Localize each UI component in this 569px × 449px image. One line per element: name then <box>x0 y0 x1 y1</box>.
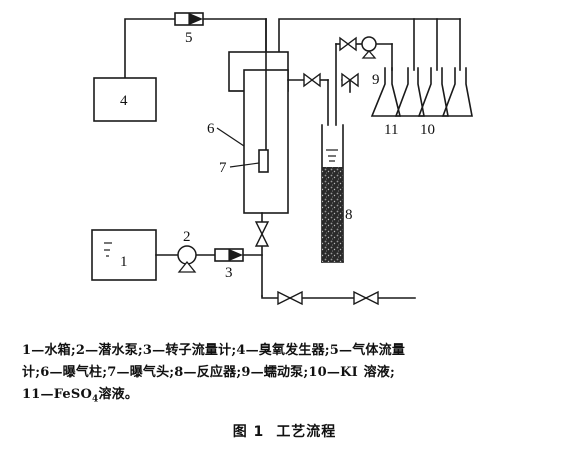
leader-aeration-column <box>216 127 245 147</box>
label-peristaltic-pump: 9 <box>372 72 380 88</box>
caption-line-3: 11—FeSO4溶液。 <box>22 384 552 411</box>
caption-line-1: 1—水箱;2—潜水泵;3—转子流量计;4—臭氧发生器;5—气体流量 <box>22 343 406 358</box>
pump-inlet-valve <box>339 36 357 52</box>
label-water-tank: 1 <box>120 254 128 270</box>
gas-flowmeter <box>174 12 204 26</box>
label-ki-solution: 10 <box>420 122 435 138</box>
flask-ki-2 <box>417 67 449 117</box>
rotor-flowmeter <box>214 248 244 262</box>
water-tank <box>91 229 157 281</box>
label-ozone-generator: 4 <box>120 93 128 109</box>
caption-line-2: 计;6—曝气柱;7—曝气头;8—反应器;9—蠕动泵;10—KI 溶液; <box>22 365 395 380</box>
reactor-piping <box>327 43 393 126</box>
figure-title-text: 工艺流程 <box>276 424 337 440</box>
figure-caption: 1—水箱;2—潜水泵;3—转子流量计;4—臭氧发生器;5—气体流量 计;6—曝气… <box>22 340 552 411</box>
figure-number: 图 1 <box>232 424 265 440</box>
flask-ki-3 <box>441 67 473 117</box>
leader-aeration-head <box>229 162 260 168</box>
reactor <box>321 124 344 263</box>
water-level-mark <box>104 242 112 257</box>
label-feso4-solution: 11 <box>384 122 398 138</box>
caption-line-3-prefix: 11—FeSO <box>22 387 92 402</box>
caption-line-3-sub: 4 <box>92 394 99 405</box>
peristaltic-pump <box>361 36 377 59</box>
label-submersible-pump: 2 <box>183 229 191 245</box>
label-aeration-head: 7 <box>219 160 227 176</box>
column-bottom-valve <box>254 221 270 247</box>
aeration-column <box>228 18 289 214</box>
column-gas-valve <box>303 72 321 88</box>
submersible-pump <box>177 245 197 273</box>
aeration-head <box>258 149 269 173</box>
flask-feso4 <box>370 67 402 117</box>
flask-ki-1 <box>394 67 425 117</box>
label-reactor: 8 <box>345 207 353 223</box>
label-rotor-flowmeter: 3 <box>225 265 233 281</box>
drain-valve-1 <box>277 290 303 306</box>
reactor-gas-valve <box>341 72 359 88</box>
drain-valve-2 <box>353 290 379 306</box>
caption-line-3-suffix: 溶液。 <box>98 387 139 402</box>
gas-supply-line <box>124 18 461 211</box>
ozone-generator <box>93 77 157 122</box>
label-aeration-column: 6 <box>207 121 215 137</box>
label-gas-flowmeter: 5 <box>185 30 193 46</box>
figure-title: 图 1 工艺流程 <box>0 421 569 441</box>
